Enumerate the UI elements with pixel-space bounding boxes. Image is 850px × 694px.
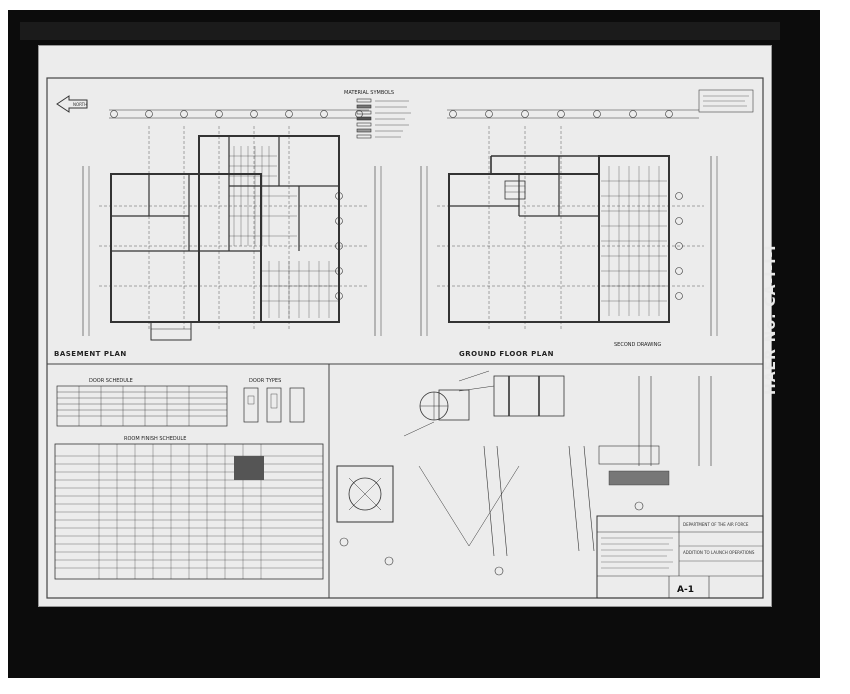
second-drawing-title: SECOND DRAWING [614, 342, 661, 348]
film-side-label: HAER No. CA-I-I-I [763, 244, 779, 396]
north-label: NORTH [73, 102, 87, 107]
basement-plan [82, 109, 382, 341]
door-schedule-title: DOOR SCHEDULE [89, 378, 133, 384]
legend-title: MATERIAL SYMBOLS [344, 90, 394, 96]
general-notes [698, 89, 754, 113]
door-schedule: DOOR SCHEDULE DOOR TYPES [56, 378, 305, 427]
title-block-agency: DEPARTMENT OF THE AIR FORCE [683, 522, 749, 527]
room-finish-schedule: ROOM FINISH SCHEDULE [54, 436, 324, 580]
title-block-project: ADDITION TO LAUNCH OPERATIONS [683, 550, 755, 555]
ground-floor-plan-title: GROUND FLOOR PLAN [459, 350, 554, 358]
ground-floor-plan [420, 109, 718, 336]
sheet-number: A-1 [677, 585, 694, 595]
title-block [596, 515, 764, 599]
blueprint-drawing: NORTH [46, 77, 764, 599]
material-legend: MATERIAL SYMBOLS [344, 90, 411, 139]
film-edge [20, 22, 780, 40]
sheet-border [46, 77, 764, 599]
finish-schedule-title: ROOM FINISH SCHEDULE [124, 436, 186, 442]
blueprint-sheet: NORTH [38, 45, 772, 607]
door-types-title: DOOR TYPES [249, 378, 281, 384]
north-arrow-icon: NORTH [56, 95, 88, 113]
construction-details [336, 370, 712, 576]
basement-plan-title: BASEMENT PLAN [54, 350, 127, 358]
